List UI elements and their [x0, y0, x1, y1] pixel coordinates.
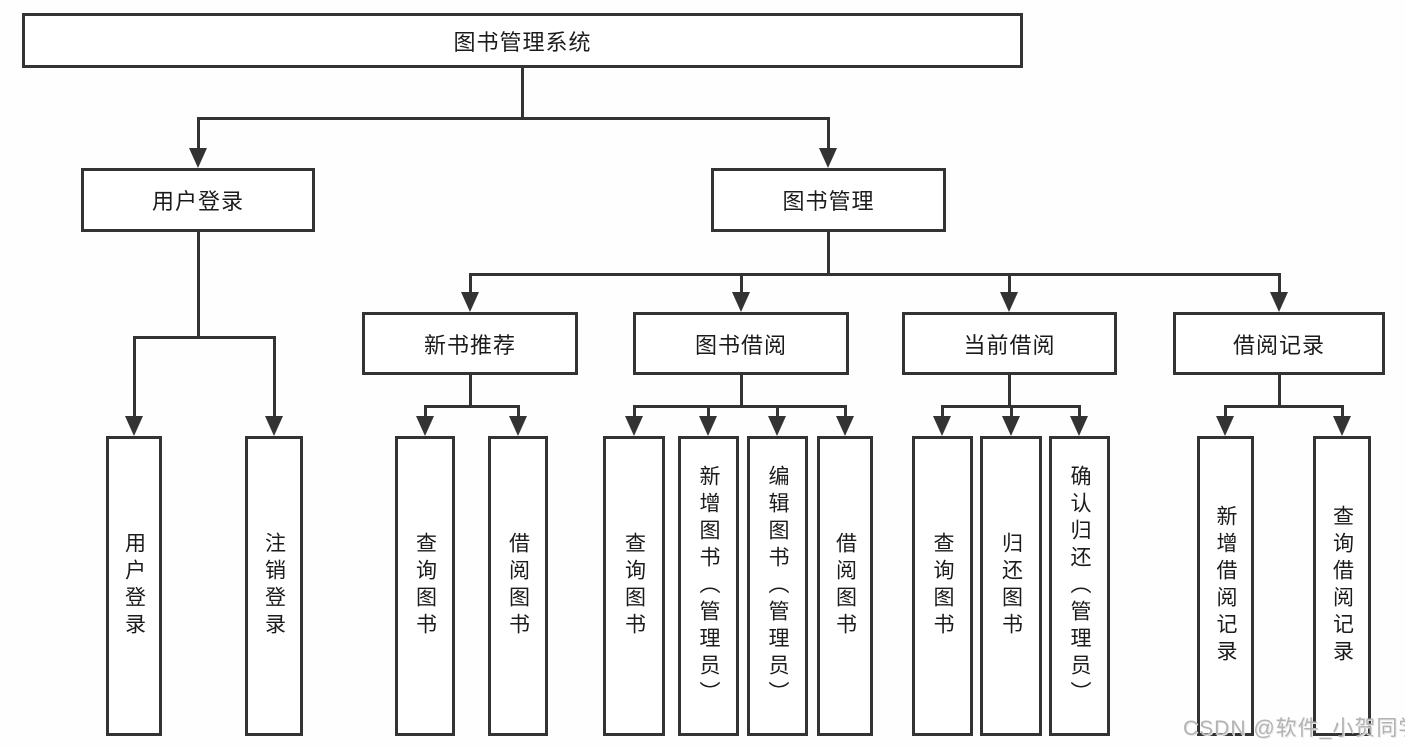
connector-bar-new-book: [424, 405, 520, 408]
arrowhead-icon: [1000, 292, 1018, 312]
node-label: 注销登录: [262, 532, 286, 640]
node-label: 借阅图书: [833, 532, 857, 640]
arrowhead-icon: [1216, 416, 1234, 436]
arrowhead-icon: [1070, 416, 1088, 436]
connector-drop: [1224, 405, 1227, 420]
connector-stem-borrow-records: [1278, 375, 1281, 405]
arrowhead-icon: [416, 416, 434, 436]
node-label: 借阅图书: [506, 532, 530, 640]
connector-stem-book-mgmt: [827, 232, 830, 273]
node-label: 查询图书: [413, 532, 437, 640]
node-leaf-current-query: 查询图书: [912, 436, 973, 736]
node-current-borrow: 当前借阅: [902, 312, 1117, 375]
node-leaf-newbook-query: 查询图书: [395, 436, 455, 736]
arrowhead-icon: [732, 292, 750, 312]
node-book-management: 图书管理: [711, 168, 946, 232]
arrowhead-icon: [699, 416, 717, 436]
arrowhead-icon: [509, 416, 527, 436]
connector-drop: [517, 405, 520, 420]
connector-stem-book-borrow: [740, 375, 743, 405]
arrowhead-icon: [933, 416, 951, 436]
node-book-borrow: 图书借阅: [633, 312, 849, 375]
arrowhead-icon: [265, 416, 283, 436]
connector-drop: [827, 117, 830, 152]
csdn-watermark: CSDN @软件_小贺同学: [1183, 717, 1405, 740]
node-label: 借阅记录: [1232, 332, 1325, 358]
connector-bar-root: [197, 117, 830, 120]
connector-drop: [1010, 405, 1013, 420]
node-new-book-recommend: 新书推荐: [362, 312, 578, 375]
node-label: 新增图书（管理员）: [697, 464, 720, 708]
connector-drop: [424, 405, 427, 420]
node-label: 编辑图书（管理员）: [766, 464, 789, 708]
connector-bar-book-borrow: [633, 405, 846, 408]
connector-drop: [941, 405, 944, 420]
connector-drop: [133, 336, 136, 420]
node-leaf-borrow-book: 借阅图书: [817, 436, 873, 736]
connector-stem-current-borrow: [1008, 375, 1011, 405]
node-label: 查询借阅记录: [1330, 505, 1354, 667]
connector-drop: [1008, 273, 1011, 296]
node-label: 新书推荐: [423, 332, 516, 358]
connector-drop: [469, 273, 472, 296]
arrowhead-icon: [836, 416, 854, 436]
node-leaf-confirm-return-admin: 确认归还（管理员）: [1049, 436, 1110, 736]
connector-bar-borrow-records: [1224, 405, 1343, 408]
connector-drop: [844, 405, 847, 420]
connector-drop: [1341, 405, 1344, 420]
node-label: 确认归还（管理员）: [1068, 464, 1091, 708]
connector-stem-new-book: [469, 375, 472, 405]
node-leaf-borrow-add-admin: 新增图书（管理员）: [678, 436, 739, 736]
node-leaf-newbook-borrow: 借阅图书: [488, 436, 548, 736]
node-leaf-borrow-edit-admin: 编辑图书（管理员）: [747, 436, 808, 736]
arrowhead-icon: [125, 416, 143, 436]
node-borrow-records: 借阅记录: [1173, 312, 1385, 375]
node-library-system: 图书管理系统: [22, 13, 1023, 68]
connector-drop: [707, 405, 710, 420]
connector-drop: [197, 117, 200, 152]
connector-bar-user-login: [133, 336, 275, 339]
arrowhead-icon: [1002, 416, 1020, 436]
node-leaf-record-query: 查询借阅记录: [1313, 436, 1371, 736]
connector-stem-user-login: [197, 232, 200, 336]
node-leaf-logout: 注销登录: [245, 436, 303, 736]
node-label: 查询图书: [931, 532, 954, 640]
connector-drop: [776, 405, 779, 420]
connector-drop: [633, 405, 636, 420]
node-label: 用户登录: [122, 532, 146, 640]
node-label: 查询图书: [622, 532, 646, 640]
node-label: 新增借阅记录: [1214, 505, 1237, 667]
node-leaf-return-book: 归还图书: [980, 436, 1042, 736]
arrowhead-icon: [625, 416, 643, 436]
connector-stem-root: [521, 68, 524, 117]
arrowhead-icon: [461, 292, 479, 312]
node-label: 归还图书: [999, 532, 1023, 640]
connector-drop: [740, 273, 743, 296]
arrowhead-icon: [1270, 292, 1288, 312]
arrowhead-icon: [819, 148, 837, 168]
node-leaf-borrow-query: 查询图书: [603, 436, 665, 736]
node-leaf-user-login: 用户登录: [106, 436, 162, 736]
connector-bar-book-mgmt: [469, 273, 1280, 276]
connector-drop: [1278, 273, 1281, 296]
node-label: 当前借阅: [963, 332, 1056, 358]
arrowhead-icon: [189, 148, 207, 168]
node-leaf-record-add: 新增借阅记录: [1197, 436, 1254, 736]
connector-drop: [273, 336, 276, 420]
node-label: 图书借阅: [694, 332, 787, 358]
node-label: 用户登录: [151, 189, 244, 214]
arrowhead-icon: [768, 416, 786, 436]
connector-drop: [1078, 405, 1081, 420]
node-label: 图书管理: [782, 189, 875, 214]
arrowhead-icon: [1333, 416, 1351, 436]
node-label: 图书管理系统: [453, 29, 592, 55]
node-user-login-group: 用户登录: [81, 168, 315, 232]
